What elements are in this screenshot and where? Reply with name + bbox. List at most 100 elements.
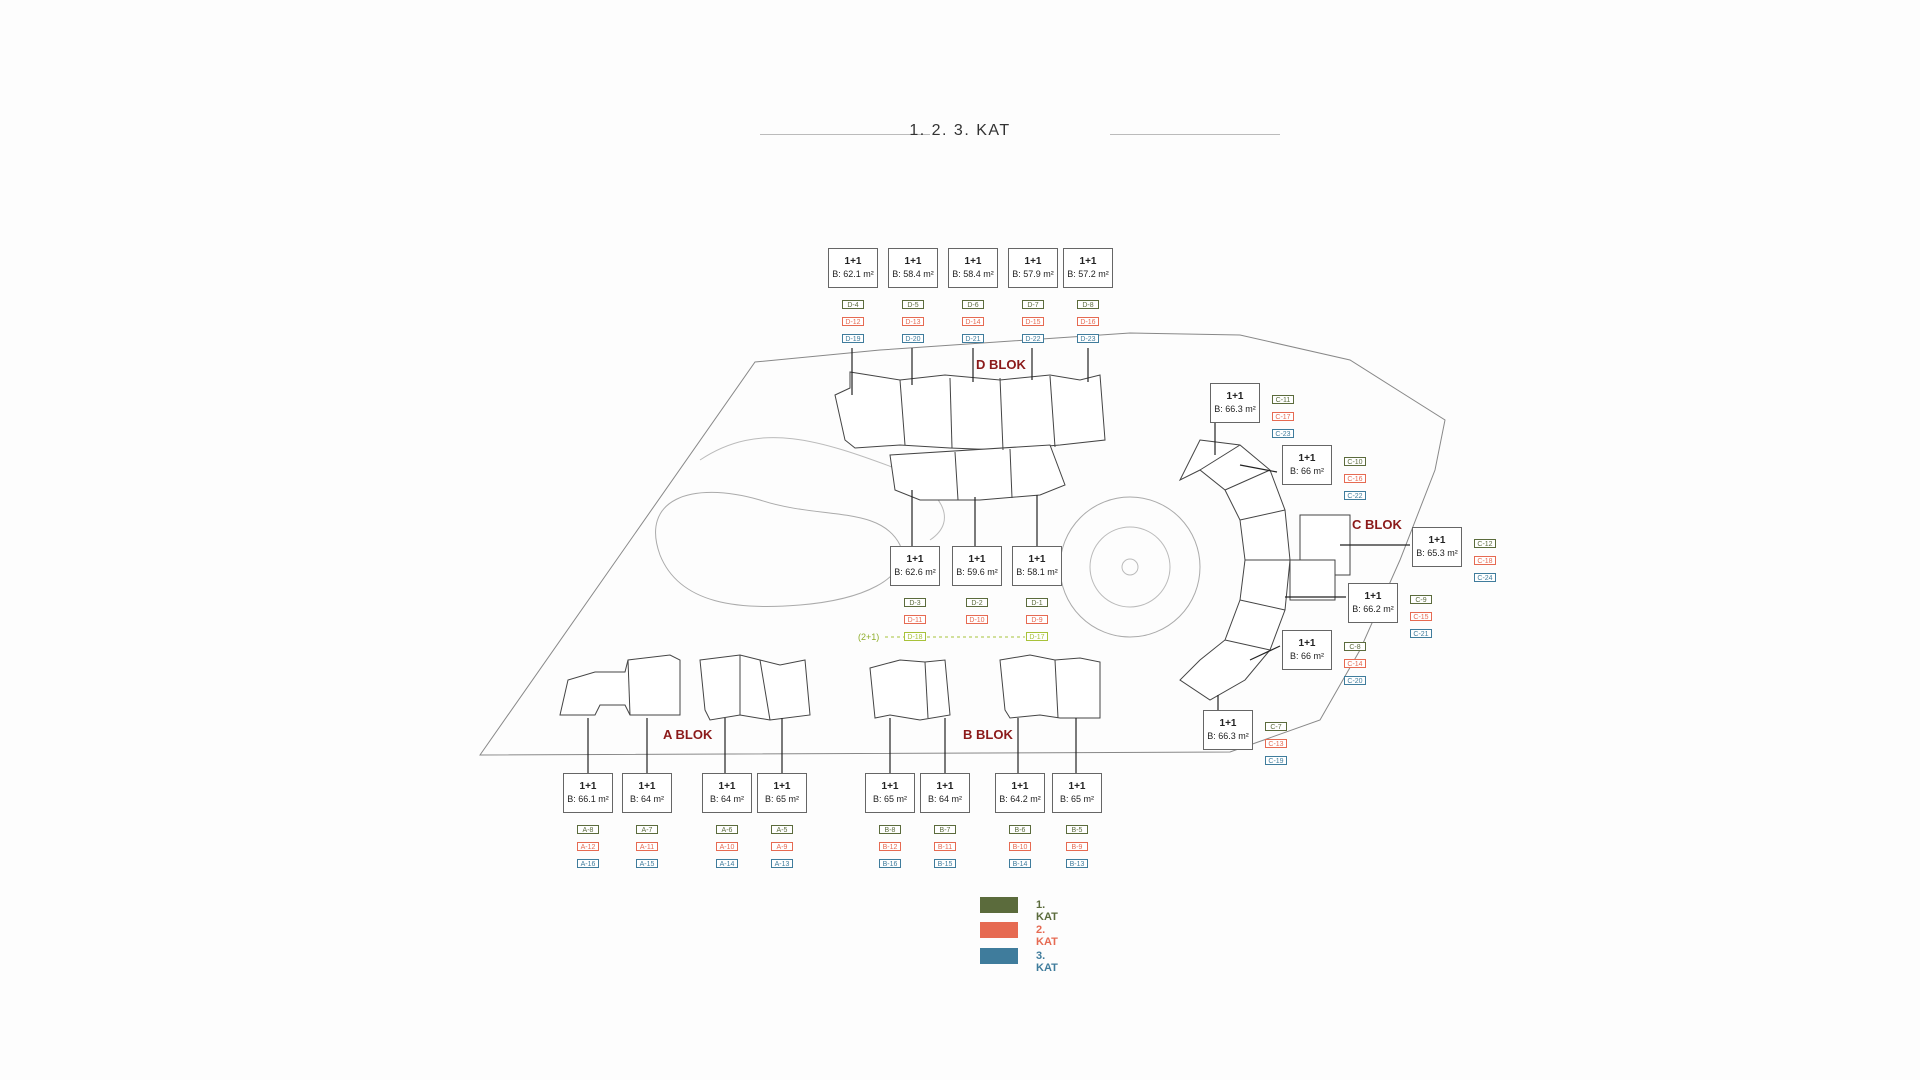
unit-type: 1+1	[579, 781, 597, 792]
unit-card: 1+1 B: 58.4 m²	[888, 248, 938, 288]
floor-tag: D-13	[902, 317, 924, 326]
floor-tag: C-24	[1474, 573, 1496, 582]
floor-tag: C-19	[1265, 756, 1287, 765]
unit-area: B: 64 m²	[629, 794, 664, 804]
unit-type: 1+1	[904, 256, 922, 267]
unit-type: 1+1	[881, 781, 899, 792]
floor-tag: C-13	[1265, 739, 1287, 748]
roundabout	[1059, 496, 1201, 638]
floor-tag: C-10	[1344, 457, 1366, 466]
legend-swatch	[980, 922, 1018, 938]
unit-card: 1+1 B: 66.1 m²	[563, 773, 613, 813]
unit-type: 1+1	[773, 781, 791, 792]
floor-tag: D-21	[962, 334, 984, 343]
unit-area: B: 62.1 m²	[832, 269, 874, 279]
unit-type: 1+1	[1219, 718, 1237, 729]
floor-tag: D-23	[1077, 334, 1099, 343]
floor-tag: C-15	[1410, 612, 1432, 621]
title-rule-right	[1110, 134, 1280, 135]
unit-card: 1+1 B: 58.4 m²	[948, 248, 998, 288]
c-block-label: C BLOK	[1352, 517, 1402, 532]
path-curve	[699, 437, 945, 541]
unit-area: B: 66.1 m²	[567, 794, 609, 804]
unit-area: B: 65.3 m²	[1416, 548, 1458, 558]
floor-tag: D-11	[904, 615, 926, 624]
legend-label: 3. KAT	[1036, 950, 1058, 974]
d-block-building	[834, 371, 1106, 501]
unit-type: 1+1	[964, 256, 982, 267]
floor-tag: A-10	[716, 842, 738, 851]
unit-area: B: 62.6 m²	[894, 567, 936, 577]
floor-tag: D-18	[904, 632, 926, 641]
floor-tag: A-9	[771, 842, 793, 851]
unit-type: 1+1	[1079, 256, 1097, 267]
unit-area: B: 66.3 m²	[1214, 404, 1256, 414]
floor-tag: A-15	[636, 859, 658, 868]
floor-tag: D-1	[1026, 598, 1048, 607]
floor-tag: B-8	[879, 825, 901, 834]
unit-area: B: 65 m²	[764, 794, 799, 804]
unit-type: 1+1	[638, 781, 656, 792]
floor-tag: D-20	[902, 334, 924, 343]
unit-area: B: 65 m²	[872, 794, 907, 804]
unit-type: 1+1	[1226, 391, 1244, 402]
floor-tag: D-14	[962, 317, 984, 326]
unit-type: 1+1	[1028, 554, 1046, 565]
floor-tag: D-5	[902, 300, 924, 309]
floor-tag: B-6	[1009, 825, 1031, 834]
b-block-building	[869, 654, 1101, 721]
floor-tag: C-21	[1410, 629, 1432, 638]
floor-tag: B-13	[1066, 859, 1088, 868]
title-bar: 1. 2. 3. KAT	[0, 122, 1920, 152]
floor-tag: A-13	[771, 859, 793, 868]
floor-tag: B-9	[1066, 842, 1088, 851]
floor-tag: C-20	[1344, 676, 1366, 685]
unit-type: 1+1	[718, 781, 736, 792]
floor-tag: B-15	[934, 859, 956, 868]
unit-area: B: 58.4 m²	[952, 269, 994, 279]
unit-type: 1+1	[1298, 638, 1316, 649]
floor-tag: A-16	[577, 859, 599, 868]
unit-type: 1+1	[936, 781, 954, 792]
floor-tag: D-16	[1077, 317, 1099, 326]
floor-tag: B-10	[1009, 842, 1031, 851]
unit-card: 1+1 B: 66.3 m²	[1210, 383, 1260, 423]
floor-tag: C-18	[1474, 556, 1496, 565]
floor-tag: A-7	[636, 825, 658, 834]
a-block-building	[559, 654, 811, 721]
floor-tag: C-14	[1344, 659, 1366, 668]
unit-type: 1+1	[1068, 781, 1086, 792]
floor-tag: B-12	[879, 842, 901, 851]
floor-tag: C-22	[1344, 491, 1366, 500]
floor-tag: B-7	[934, 825, 956, 834]
c-block-building	[1178, 439, 1351, 701]
floor-tag: B-16	[879, 859, 901, 868]
unit-area: B: 58.4 m²	[892, 269, 934, 279]
unit-type: 1+1	[906, 554, 924, 565]
floor-tag: C-17	[1272, 412, 1294, 421]
legend-label: 1. KAT	[1036, 899, 1058, 923]
duplex-note: (2+1)	[858, 632, 880, 642]
floor-tag: D-9	[1026, 615, 1048, 624]
floor-tag: B-14	[1009, 859, 1031, 868]
site-boundary	[479, 332, 1446, 756]
floor-tag: C-11	[1272, 395, 1294, 404]
unit-type: 1+1	[1364, 591, 1382, 602]
legend-swatch	[980, 948, 1018, 964]
floor-tag: B-5	[1066, 825, 1088, 834]
floor-tag: D-10	[966, 615, 988, 624]
floor-tag: C-16	[1344, 474, 1366, 483]
unit-area: B: 57.9 m²	[1012, 269, 1054, 279]
floor-tag: A-14	[716, 859, 738, 868]
legend-label: 2. KAT	[1036, 924, 1058, 948]
